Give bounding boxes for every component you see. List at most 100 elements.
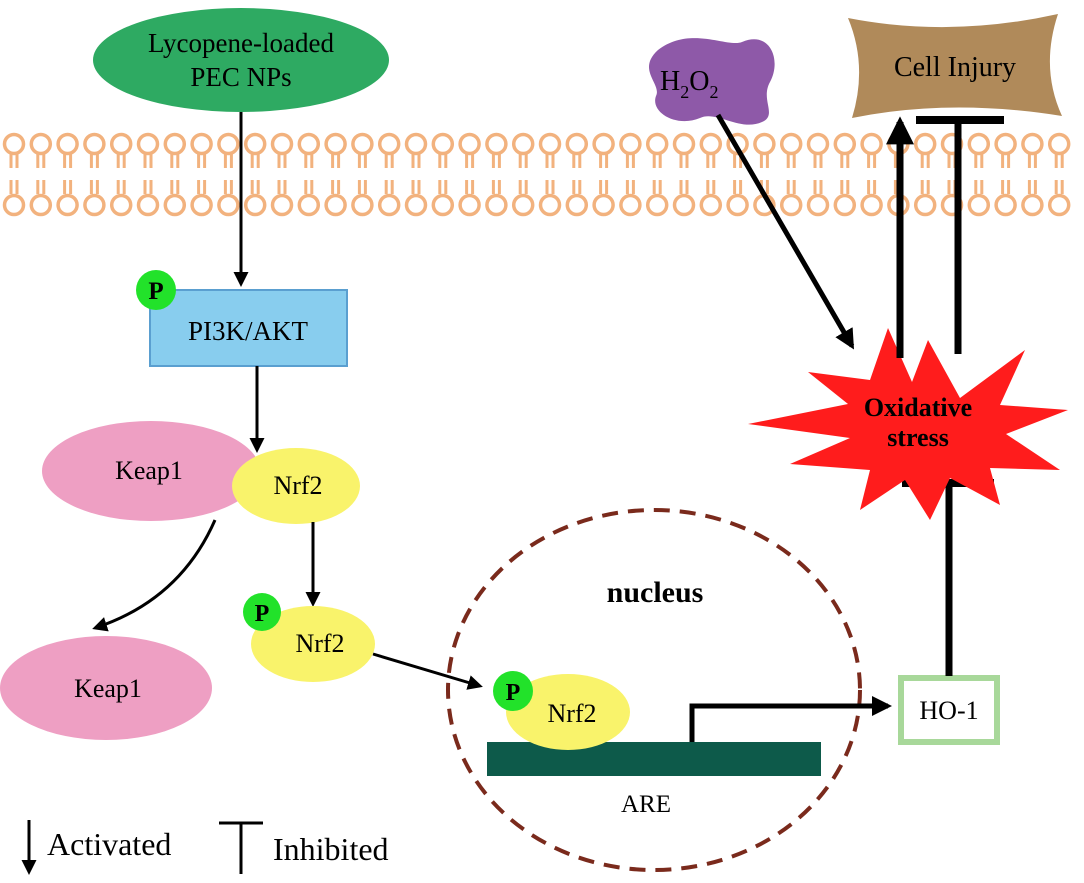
lipid-head-bottom	[833, 193, 857, 217]
lipid-head-bottom	[377, 193, 401, 217]
lipid-head-top	[431, 132, 455, 156]
phospho-marker-pi3k: P	[136, 270, 176, 310]
lipid-head-bottom	[726, 193, 749, 217]
lipid-head-top	[458, 132, 481, 156]
ho1-node: HO-1	[898, 675, 1000, 745]
lipid-head-top	[967, 132, 991, 156]
lipid-head-bottom	[806, 193, 830, 217]
legend: Activated Inhibited	[21, 820, 389, 875]
lipid-head-top	[404, 132, 428, 156]
phospho-circle	[493, 671, 533, 711]
lipid-head-top	[699, 132, 723, 156]
lycopene-node: Lycopene-loaded PEC NPs	[93, 8, 389, 112]
lipid-head-bottom	[1021, 193, 1044, 217]
lipid-head-bottom	[297, 193, 321, 217]
lipid-head-top	[994, 132, 1017, 156]
lipid-head-top	[913, 132, 937, 156]
lipid-head-top	[270, 132, 294, 156]
lipid-head-top	[592, 132, 615, 156]
h2o2-blob	[648, 38, 775, 125]
phospho-label: P	[148, 278, 163, 305]
lipid-head-top	[753, 132, 776, 156]
oxidative-stress-starburst	[748, 328, 1068, 520]
nrf2-nucleus-node: Nrf2	[506, 674, 630, 750]
lycopene-ellipse	[93, 8, 389, 112]
h2o2-label: H2O2	[660, 66, 718, 102]
lipid-head-top	[485, 132, 508, 156]
nrf2-top-ellipse	[232, 448, 360, 524]
lipid-head-top	[29, 132, 53, 156]
arrow-transcription-ho1	[689, 696, 892, 742]
nrf2-mid-ellipse	[251, 606, 375, 682]
lipid-head-bottom	[2, 193, 26, 217]
lipid-head-top	[377, 132, 401, 156]
lipid-head-top	[56, 132, 79, 156]
lipid-head-bottom	[29, 193, 53, 217]
lipid-head-bottom	[619, 193, 642, 217]
lipid-head-top	[619, 132, 642, 156]
arrow-h2o2-to-oxidative	[715, 113, 855, 350]
lipid-head-bottom	[860, 193, 883, 217]
pi3k-akt-label: PI3K/AKT	[188, 316, 309, 346]
cell-injury-label: Cell Injury	[894, 52, 1016, 83]
lipid-head-bottom	[913, 193, 937, 217]
lycopene-label-line1: Lycopene-loaded	[148, 28, 334, 58]
oxidative-stress-node: Oxidative stress	[748, 328, 1068, 520]
lipid-head-top	[217, 132, 240, 156]
lipid-head-bottom	[699, 193, 723, 217]
lipid-head-top	[83, 132, 106, 156]
keap1-bottom-ellipse	[0, 636, 212, 740]
nucleus-label: nucleus	[607, 576, 704, 609]
lipid-head-top	[833, 132, 857, 156]
lipid-head-bottom	[109, 193, 133, 217]
nrf2-mid-label: Nrf2	[295, 629, 344, 658]
oxidative-label-line2: stress	[887, 423, 949, 452]
ho1-box	[898, 675, 1000, 745]
cell-membrane	[2, 132, 1071, 217]
lipid-head-bottom	[994, 193, 1017, 217]
lipid-head-top	[806, 132, 830, 156]
lipid-head-bottom	[56, 193, 79, 217]
nrf2-nucleus-ellipse	[506, 674, 630, 750]
keap1-bottom-label: Keap1	[74, 674, 142, 703]
lipid-head-bottom	[190, 193, 213, 217]
lipid-head-top	[779, 132, 803, 156]
phospho-circle	[136, 270, 176, 310]
nrf2-mid-node: Nrf2	[251, 606, 375, 682]
lipid-head-bottom	[672, 193, 696, 217]
lipid-head-top	[1047, 132, 1071, 156]
phospho-circle	[243, 593, 281, 631]
lipid-head-bottom	[324, 193, 347, 217]
nrf2-nucleus-label: Nrf2	[547, 699, 596, 728]
lipid-head-top	[538, 132, 562, 156]
keap1-bottom-node: Keap1	[0, 636, 212, 740]
phospho-label: P	[255, 601, 270, 627]
ho1-label: HO-1	[919, 696, 978, 725]
nrf2-top-label: Nrf2	[273, 471, 322, 500]
legend-inhibited-label: Inhibited	[273, 831, 389, 867]
lycopene-label-line2: PEC NPs	[190, 62, 291, 92]
lipid-head-bottom	[458, 193, 481, 217]
are-label: ARE	[621, 791, 671, 818]
phospho-marker-nrf2-mid: P	[243, 593, 281, 631]
lipid-head-bottom	[136, 193, 160, 217]
lipid-head-bottom	[967, 193, 991, 217]
lipid-head-top	[565, 132, 589, 156]
lipid-head-top	[190, 132, 213, 156]
lipid-head-top	[297, 132, 321, 156]
lipid-head-bottom	[351, 193, 374, 217]
lipid-head-bottom	[404, 193, 428, 217]
lipid-head-bottom	[511, 193, 535, 217]
lipid-head-bottom	[645, 193, 669, 217]
lipid-head-top	[672, 132, 696, 156]
phospho-label: P	[506, 680, 521, 706]
arrow-nrf2-translocation	[372, 652, 483, 690]
lipid-head-top	[860, 132, 883, 156]
lipid-head-top	[324, 132, 347, 156]
lipid-head-top	[163, 132, 187, 156]
lipid-head-bottom	[243, 193, 267, 217]
arrow-keap1-release	[92, 519, 217, 632]
legend-activated-label: Activated	[47, 826, 171, 862]
lipid-head-bottom	[270, 193, 294, 217]
pi3k-akt-node: PI3K/AKT	[149, 289, 348, 367]
